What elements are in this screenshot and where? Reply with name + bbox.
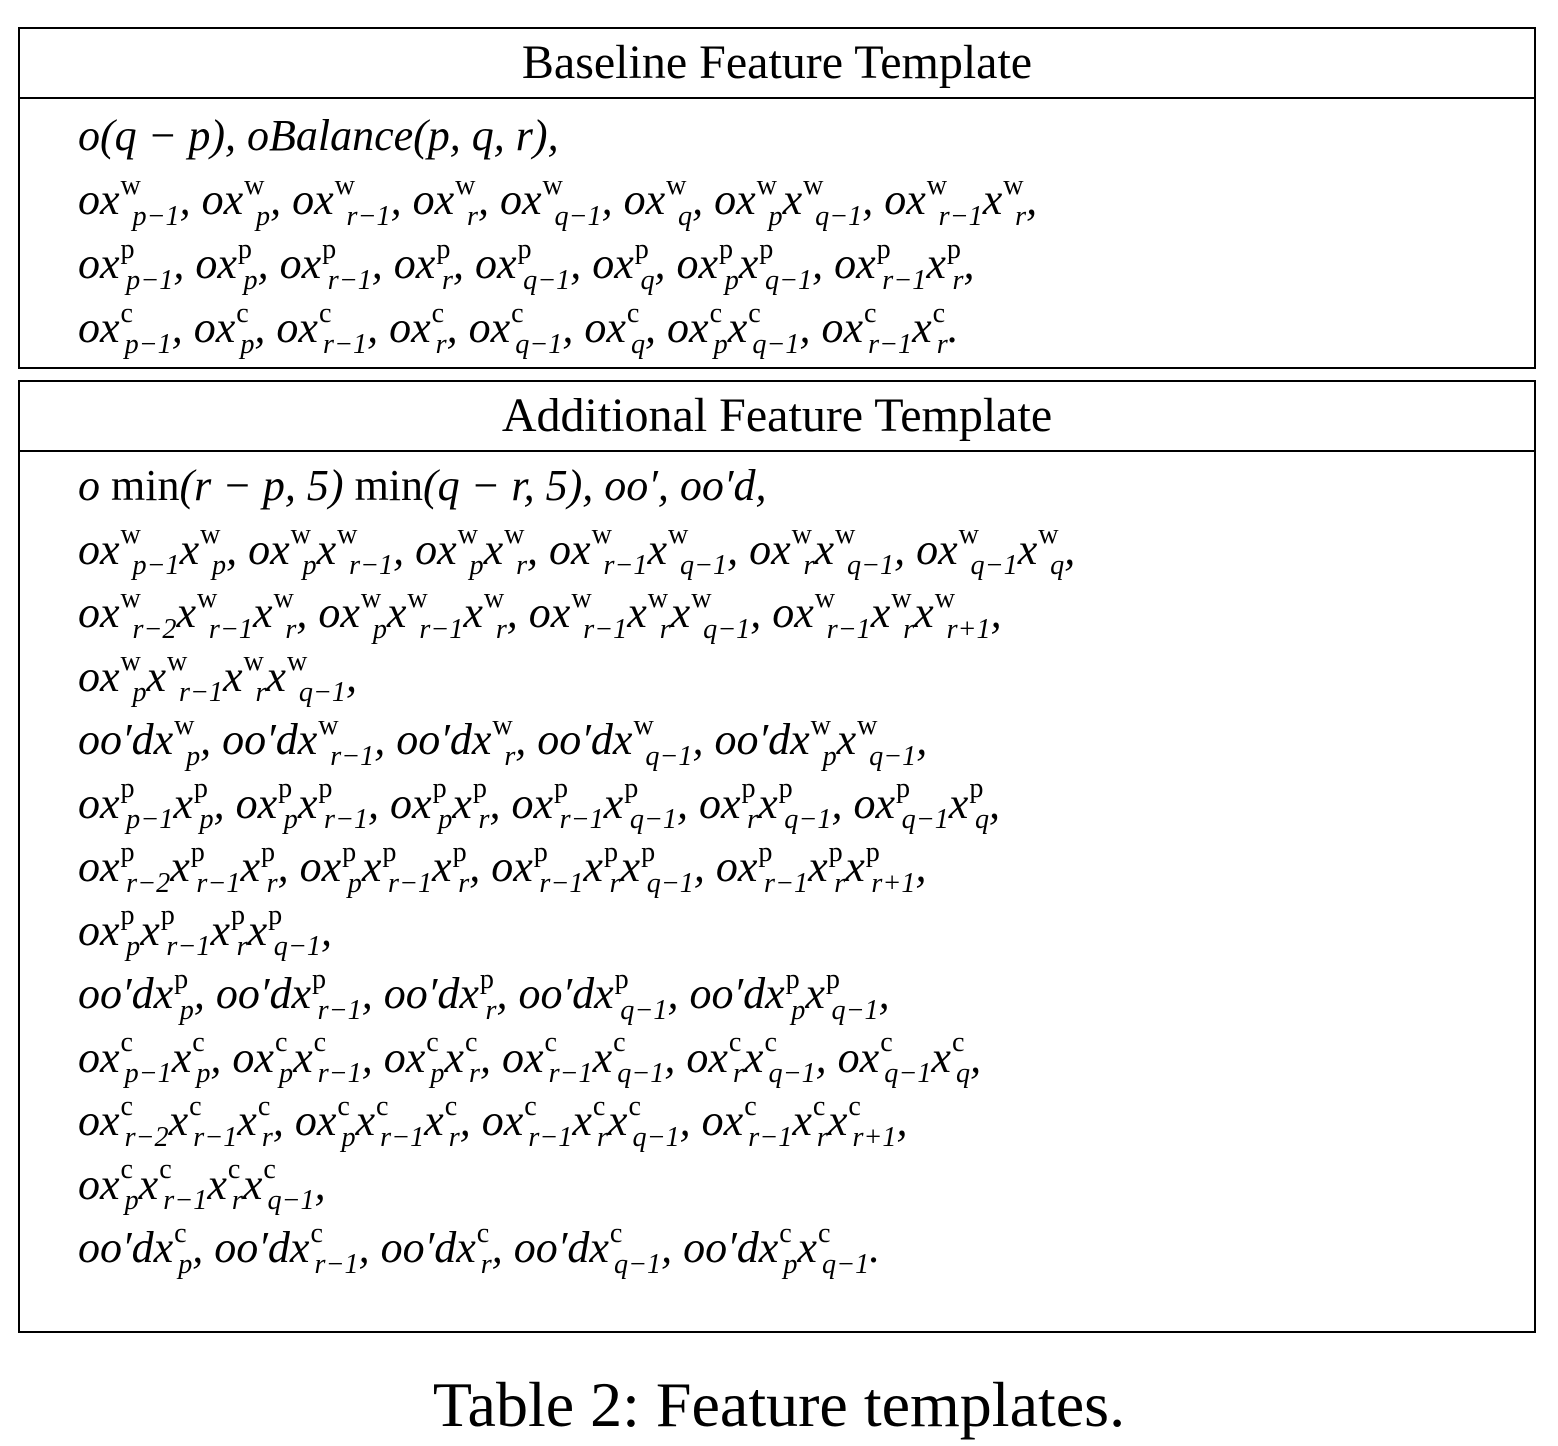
- additional-line: oxcp−1xcp, oxcpxcr−1, oxcpxcr, oxcr−1xcq…: [78, 1027, 982, 1090]
- baseline-line: o(q − p), oBalance(p, q, r),: [78, 111, 559, 160]
- baseline-line: oxpp−1, oxpp, oxpr−1, oxpr, oxpq−1, oxpq…: [78, 233, 975, 296]
- additional-line: o min(r − p, 5) min(q − r, 5), oo′, oo′d…: [78, 461, 767, 510]
- additional-formulas: o min(r − p, 5) min(q − r, 5), oo′, oo′d…: [20, 452, 1534, 1280]
- additional-line: oxwr−2xwr−1xwr, oxwpxwr−1xwr, oxwr−1xwrx…: [78, 582, 1002, 645]
- additional-header: Additional Feature Template: [20, 382, 1534, 452]
- additional-line: oxwp−1xwp, oxwpxwr−1, oxwpxwr, oxwr−1xwq…: [78, 519, 1076, 582]
- baseline-table: Baseline Feature Template o(q − p), oBal…: [18, 27, 1536, 369]
- baseline-line: oxcp−1, oxcp, oxcr−1, oxcr, oxcq−1, oxcq…: [78, 297, 959, 360]
- additional-line: oo′dxpp, oo′dxpr−1, oo′dxpr, oo′dxpq−1, …: [78, 963, 890, 1026]
- additional-line: oxwpxwr−1xwrxwq−1,: [78, 646, 357, 709]
- additional-line: oo′dxcp, oo′dxcr−1, oo′dxcr, oo′dxcq−1, …: [78, 1217, 881, 1280]
- baseline-formulas: o(q − p), oBalance(p, q, r), oxwp−1, oxw…: [20, 99, 1534, 360]
- additional-table: Additional Feature Template o min(r − p,…: [18, 380, 1536, 1333]
- additional-line: oxcpxcr−1xcrxcq−1,: [78, 1154, 326, 1217]
- additional-line: oxpr−2xpr−1xpr, oxppxpr−1xpr, oxpr−1xprx…: [78, 836, 927, 899]
- additional-line: oxppxpr−1xprxpq−1,: [78, 900, 332, 963]
- additional-line: oxcr−2xcr−1xcr, oxcpxcr−1xcr, oxcr−1xcrx…: [78, 1090, 908, 1153]
- additional-line: oxpp−1xpp, oxppxpr−1, oxppxpr, oxpr−1xpq…: [78, 773, 1001, 836]
- baseline-header: Baseline Feature Template: [20, 29, 1534, 99]
- baseline-line: oxwp−1, oxwp, oxwr−1, oxwr, oxwq−1, oxwq…: [78, 169, 1038, 232]
- table-caption: Table 2: Feature templates.: [432, 1369, 1126, 1440]
- additional-line: oo′dxwp, oo′dxwr−1, oo′dxwr, oo′dxwq−1, …: [78, 709, 928, 772]
